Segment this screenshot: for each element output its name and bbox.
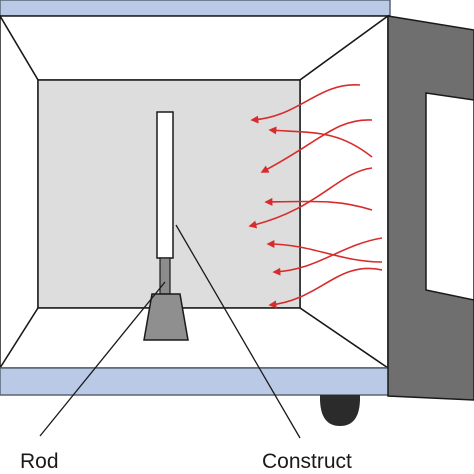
wave-arrow bbox=[248, 167, 373, 229]
rod-stand bbox=[143, 293, 189, 341]
construct bbox=[156, 111, 174, 259]
wave-arrow bbox=[268, 267, 383, 309]
wave-arrow bbox=[268, 126, 373, 158]
top-frame bbox=[0, 0, 391, 17]
bottom-frame bbox=[0, 367, 391, 396]
door-window bbox=[425, 92, 474, 301]
wave-arrow bbox=[250, 84, 361, 124]
wave-arrow bbox=[264, 197, 373, 211]
wave-arrow bbox=[272, 237, 383, 276]
rod-label: Rod bbox=[20, 450, 59, 473]
construct-leader-line bbox=[175, 224, 301, 439]
microwave-radiation-arrows-icon bbox=[248, 84, 383, 309]
rubber-foot-icon bbox=[320, 398, 360, 426]
construct-label: Construct bbox=[262, 450, 352, 473]
rod-leader-line bbox=[39, 281, 166, 437]
rod bbox=[159, 257, 171, 295]
wave-arrow bbox=[266, 240, 383, 263]
rubber-foot-base bbox=[320, 395, 360, 401]
